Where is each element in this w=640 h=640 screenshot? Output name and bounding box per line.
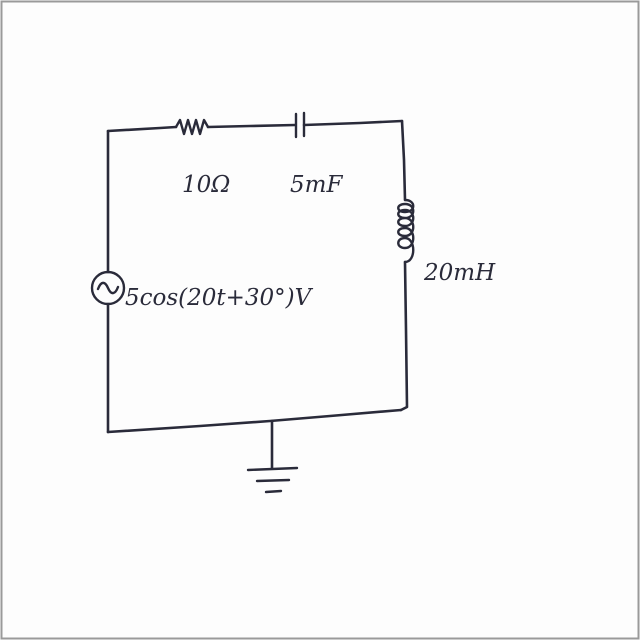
ground-icon (246, 466, 299, 494)
resistor-icon (174, 118, 210, 136)
inductor-icon (397, 198, 415, 264)
wire-top-middle (206, 123, 297, 129)
wire-top-right (302, 119, 404, 127)
capacitor-label: 5mF (290, 172, 343, 198)
source-label: 5cos(20t+30°)V (125, 285, 314, 311)
ac-source-icon (90, 270, 126, 306)
wire-right-top (400, 119, 407, 202)
inductor-label: 20mH (423, 260, 496, 286)
wire-bottom (106, 408, 403, 434)
wire-top-left (106, 125, 178, 133)
resistor-label: 10Ω (182, 172, 230, 198)
wire-right-bottom (399, 260, 409, 412)
